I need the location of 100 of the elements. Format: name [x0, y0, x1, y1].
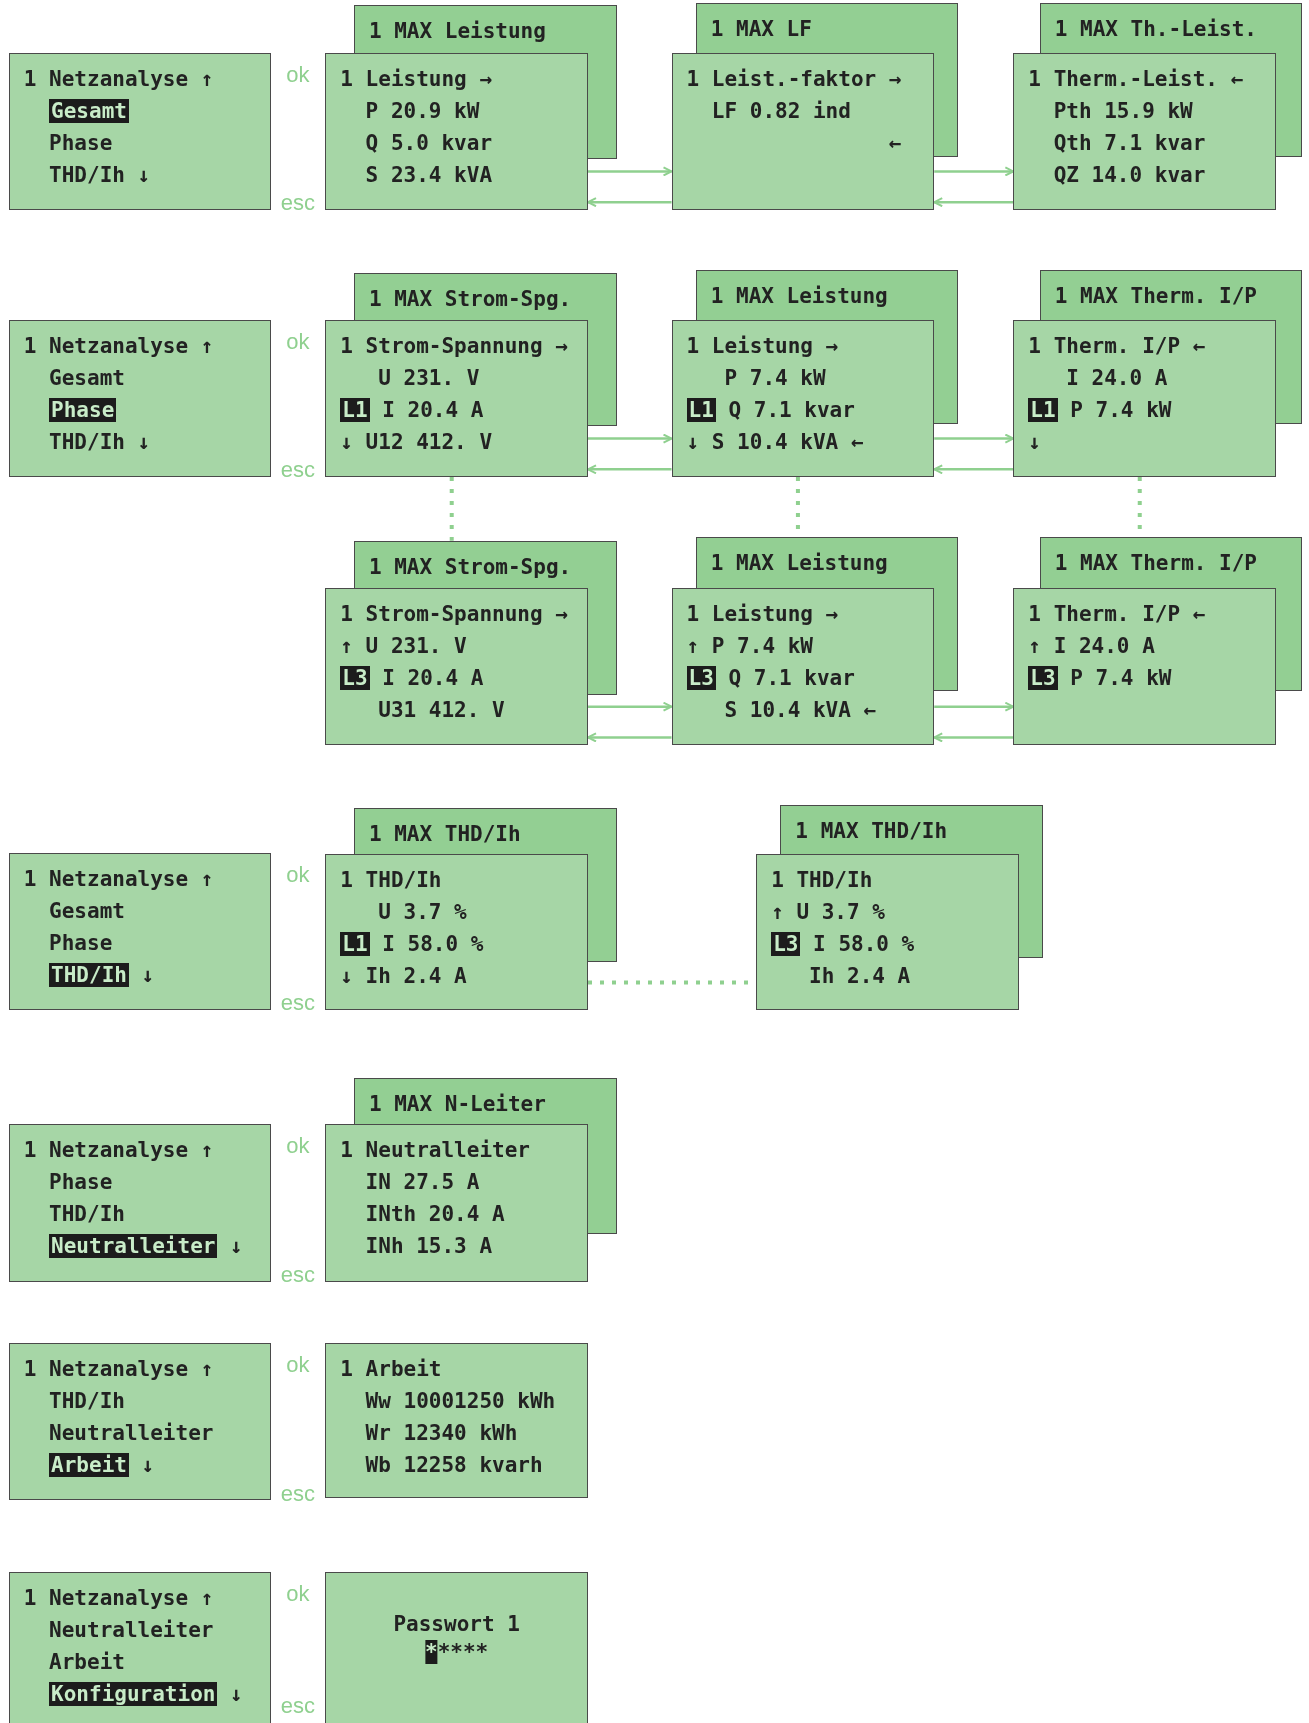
- arrow: [934, 166, 1015, 177]
- display-line: INh 15.3 A: [365, 1233, 493, 1260]
- menu-item: 1 Netzanalyse ↑: [23, 332, 214, 359]
- display-line: 1 Strom-Spannung →: [340, 332, 568, 359]
- esc-key-label: esc: [280, 1261, 315, 1288]
- display-line: 1 Leist.-faktor →: [686, 65, 902, 92]
- arrow: [587, 732, 672, 743]
- menu-screen: [8, 319, 272, 477]
- display-line: L1 I 20.4 A: [340, 396, 484, 423]
- display-screen: [1013, 52, 1276, 210]
- ok-key-label: ok: [286, 1580, 310, 1607]
- menu-item: Phase: [49, 129, 113, 156]
- screen-title: 1 MAX THD/Ih: [368, 820, 521, 847]
- display-line: LF 0.82 ind: [711, 97, 851, 124]
- display-line: S 23.4 kVA: [365, 161, 493, 188]
- menu-item: Gesamt: [49, 97, 129, 124]
- display-line: P 7.4 kW: [724, 364, 826, 391]
- display-screen: [325, 853, 588, 1011]
- display-screen: [671, 588, 935, 746]
- display-line: L1 Q 7.1 kvar: [686, 396, 855, 423]
- menu-screen: [8, 1343, 272, 1501]
- display-line: L3 I 58.0 %: [771, 930, 915, 957]
- ok-key-label: ok: [286, 1352, 310, 1379]
- display-screen: [1013, 319, 1276, 477]
- menu-item: THD/Ih: [49, 1201, 125, 1228]
- display-line: ↑ U 3.7 %: [771, 898, 885, 925]
- menu-item: Neutralleiter ↓: [49, 1233, 243, 1260]
- screen-title: 1 MAX Leistung: [368, 18, 546, 45]
- background-screen: [353, 1078, 617, 1125]
- menu-item: 1 Netzanalyse ↑: [23, 1584, 214, 1611]
- background-screen: [695, 3, 959, 53]
- display-line: Ih 2.4 A: [809, 962, 911, 989]
- display-line: IN 27.5 A: [365, 1169, 480, 1196]
- display-line: ↑ U 231. V: [340, 632, 467, 659]
- background-screen: [1039, 3, 1303, 53]
- screen-title: 1 MAX Strom-Spg.: [368, 553, 572, 580]
- background-screen: [780, 804, 1043, 854]
- menu-item: Phase: [49, 929, 113, 956]
- display-screen: [325, 319, 588, 477]
- display-line: Wr 12340 kWh: [365, 1420, 518, 1446]
- display-line: QZ 14.0 kvar: [1053, 161, 1206, 188]
- display-line: 1 THD/Ih: [340, 866, 442, 893]
- background-screen: [353, 540, 617, 588]
- ok-key-label: ok: [286, 61, 310, 88]
- arrow: [588, 701, 673, 712]
- display-screen: [671, 319, 935, 477]
- display-line: ↓ Ih 2.4 A: [340, 962, 467, 989]
- arrow: [588, 433, 673, 444]
- screen-title: 1 MAX Th.-Leist.: [1054, 16, 1257, 43]
- display-line: I 24.0 A: [1066, 364, 1168, 391]
- display-line: 1 Therm. I/P ←: [1028, 601, 1206, 627]
- menu-screen: [8, 1571, 272, 1723]
- arrow: [934, 701, 1015, 712]
- menu-item: Konfiguration ↓: [49, 1680, 243, 1707]
- esc-key-label: esc: [280, 1480, 315, 1507]
- esc-key-label: esc: [280, 1692, 315, 1719]
- arrow: [587, 464, 672, 475]
- screen-title: 1 MAX Leistung: [710, 550, 888, 577]
- display-screen: [325, 588, 588, 746]
- screen-title: 1 MAX N-Leiter: [368, 1091, 546, 1118]
- screen-title: 1 MAX Therm. I/P: [1054, 550, 1257, 577]
- display-line: U 231. V: [378, 364, 480, 391]
- display-line: L3 Q 7.1 kvar: [686, 664, 855, 691]
- menu-item: THD/Ih ↓: [49, 428, 151, 455]
- display-line: Wb 12258 kvarh: [365, 1451, 543, 1478]
- menu-item: THD/Ih ↓: [49, 161, 151, 188]
- background-screen: [353, 807, 617, 854]
- display-line: ↑ P 7.4 kW: [686, 632, 813, 659]
- display-line: Passwort 1: [393, 1610, 520, 1637]
- menu-item: 1 Netzanalyse ↑: [23, 865, 214, 892]
- password-screen: [325, 1571, 588, 1723]
- display-line: Qth 7.1 kvar: [1053, 129, 1206, 156]
- background-screen: [695, 537, 959, 588]
- menu-item: 1 Netzanalyse ↑: [23, 1137, 214, 1164]
- screen-title: 1 MAX Therm. I/P: [1054, 283, 1257, 310]
- display-line: ↓: [1028, 428, 1041, 455]
- display-line: L1 P 7.4 kW: [1028, 396, 1172, 423]
- display-line: 1 Strom-Spannung →: [340, 601, 568, 627]
- esc-key-label: esc: [280, 190, 315, 217]
- esc-key-label: esc: [280, 457, 315, 484]
- background-screen: [353, 272, 617, 320]
- display-line: 1 THD/Ih: [771, 866, 873, 893]
- menu-item: Phase: [49, 396, 117, 423]
- background-screen: [1039, 537, 1303, 588]
- arrow: [933, 732, 1014, 743]
- menu-item: Phase: [49, 1169, 113, 1196]
- display-line: L3 I 20.4 A: [340, 664, 484, 691]
- display-line: 1 Therm. I/P ←: [1028, 332, 1206, 359]
- display-line: 1 Therm.-Leist. ←: [1028, 65, 1244, 92]
- ok-key-label: ok: [286, 861, 310, 888]
- background-screen: [695, 270, 959, 320]
- display-line: 1 Neutralleiter: [340, 1137, 530, 1164]
- display-line: 1 Arbeit: [340, 1356, 442, 1383]
- ok-key-label: ok: [286, 1133, 310, 1160]
- background-screen: [1039, 270, 1303, 320]
- display-line: Ww 10001250 kWh: [365, 1388, 556, 1414]
- arrow: [933, 197, 1014, 208]
- display-line: ↓ U12 412. V: [340, 428, 493, 455]
- menu-item: 1 Netzanalyse ↑: [23, 65, 214, 92]
- menu-screen: [8, 1124, 272, 1282]
